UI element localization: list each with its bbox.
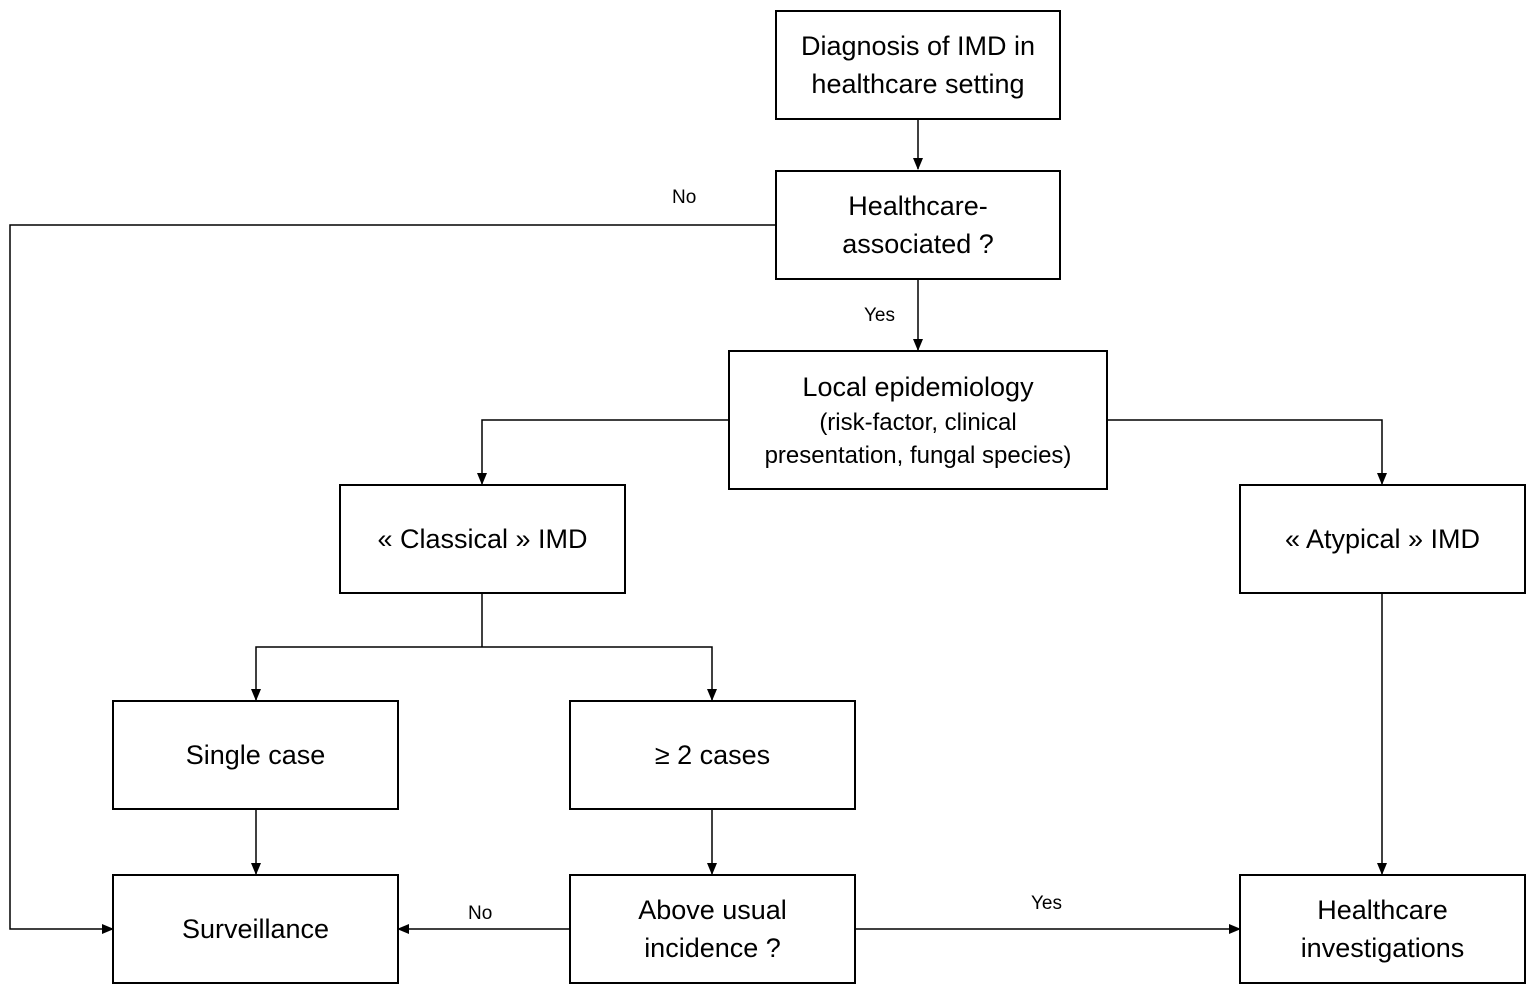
node-two-or-more-cases: ≥ 2 cases <box>569 700 856 810</box>
edge-epidemiology-to-classical <box>477 419 729 485</box>
node-classical-imd-label: « Classical » IMD <box>377 524 588 554</box>
node-healthcare-investigations-line-1: Healthcare <box>1317 895 1448 925</box>
node-healthcare-investigations-line-2: investigations <box>1300 933 1465 963</box>
node-above-usual-incidence: Above usual incidence ? <box>569 874 856 984</box>
node-surveillance: Surveillance <box>112 874 399 984</box>
node-diagnosis: Diagnosis of IMD in healthcare setting <box>775 10 1061 120</box>
node-local-epidemiology: Local epidemiology (risk-factor, clinica… <box>728 350 1108 490</box>
edge-classical-to-two-or-more <box>482 646 717 701</box>
node-local-epidemiology-detail-2: presentation, fungal species) <box>764 442 1072 469</box>
node-local-epidemiology-detail-1: (risk-factor, clinical <box>819 409 1017 436</box>
node-healthcare-associated-line-2: associated ? <box>842 229 994 259</box>
node-atypical-imd: « Atypical » IMD <box>1239 484 1526 594</box>
edge-epidemiology-to-atypical <box>1107 419 1387 485</box>
edge-classical-to-single-case <box>251 646 482 701</box>
node-healthcare-investigations: Healthcare investigations <box>1239 874 1526 984</box>
node-above-usual-incidence-line-1: Above usual <box>638 895 787 925</box>
node-above-usual-incidence-line-2: incidence ? <box>644 933 781 963</box>
node-surveillance-label: Surveillance <box>181 914 330 944</box>
node-two-or-more-cases-label: ≥ 2 cases <box>654 740 771 770</box>
edge-label-above-incidence-no: No <box>468 903 493 924</box>
node-healthcare-associated-line-1: Healthcare- <box>848 191 988 221</box>
edge-label-healthcare-associated-no: No <box>672 187 697 208</box>
node-atypical-imd-label: « Atypical » IMD <box>1284 524 1481 554</box>
node-local-epidemiology-title: Local epidemiology <box>802 372 1034 402</box>
node-single-case-label: Single case <box>185 740 326 770</box>
node-diagnosis-line-1: Diagnosis of IMD in <box>800 31 1036 61</box>
node-healthcare-associated: Healthcare- associated ? <box>775 170 1061 280</box>
node-single-case: Single case <box>112 700 399 810</box>
edge-label-healthcare-associated-yes: Yes <box>864 305 895 326</box>
edge-healthcare-associated-no <box>9 224 775 934</box>
node-classical-imd: « Classical » IMD <box>339 484 626 594</box>
edge-label-above-incidence-yes: Yes <box>1031 893 1062 914</box>
node-diagnosis-line-2: healthcare setting <box>811 69 1025 99</box>
